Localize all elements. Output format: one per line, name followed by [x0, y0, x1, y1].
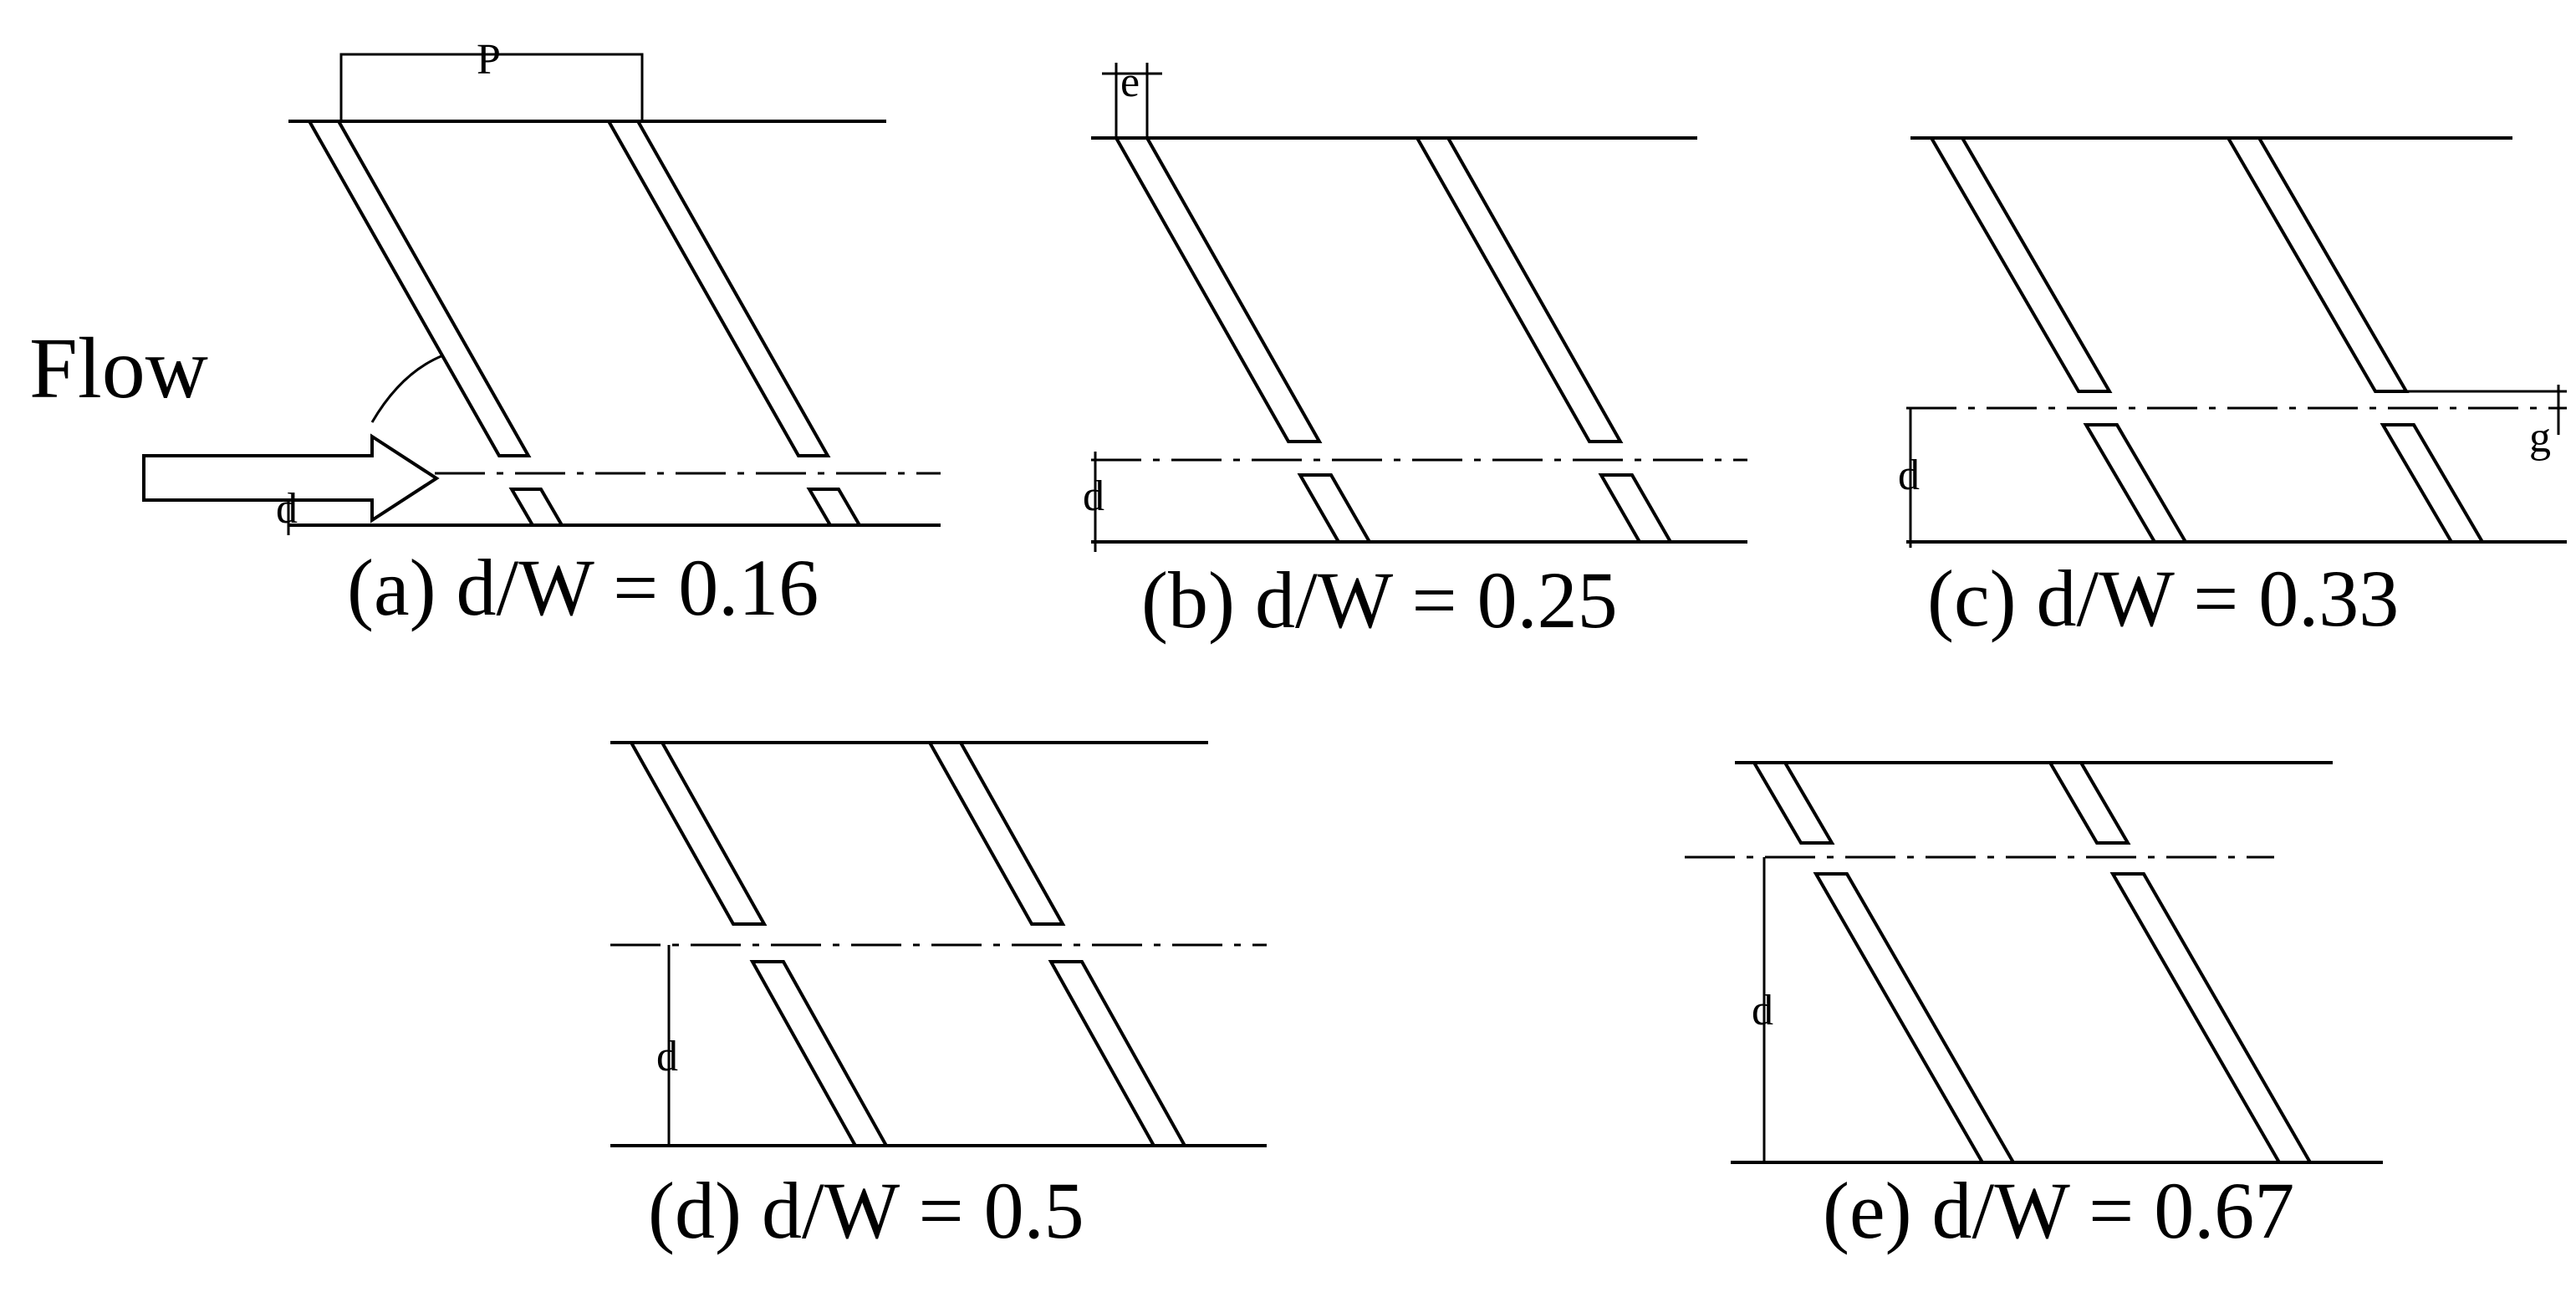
- panel-b-caption: (b) d/W = 0.25: [1141, 555, 1618, 645]
- panel-b-rib-long-2: [1414, 136, 1624, 443]
- panel-a-pitch-dimension: [339, 53, 644, 121]
- panel-a-caption: (a) d/W = 0.16: [347, 543, 819, 632]
- panel-c-rib-long-1: [1928, 136, 2113, 393]
- flow-label: Flow: [29, 320, 208, 416]
- panel-c-caption: (c) d/W = 0.33: [1927, 554, 2399, 643]
- panel-a-rib-long-2: [605, 120, 831, 457]
- flow-arrow-icon: [142, 433, 440, 523]
- panel-d: d (d) d/W = 0.5: [610, 741, 1267, 1255]
- panel-b: e d (b) d/W = 0.25: [1083, 59, 1747, 645]
- panel-d-caption: (d) d/W = 0.5: [648, 1166, 1084, 1255]
- panel-c-g-symbol: g: [2529, 414, 2551, 462]
- panel-e-rib-upper-2: [2047, 761, 2131, 845]
- panel-a-d-symbol: d: [276, 485, 298, 533]
- panel-e-rib-lower-1: [1813, 872, 2017, 1164]
- panel-e-rib-lower-2: [2109, 872, 2313, 1164]
- panel-d-rib-lower-2: [1048, 960, 1188, 1147]
- panel-d-d-symbol: d: [656, 1033, 678, 1080]
- panel-a-rib-long-1: [306, 120, 532, 457]
- panel-b-rib-short-1: [1297, 473, 1373, 544]
- panel-e-caption: (e) d/W = 0.67: [1823, 1166, 2294, 1255]
- panel-c-rib-short-1: [2083, 423, 2189, 544]
- panel-c-rib-short-2: [2380, 423, 2486, 544]
- panel-a-angle-arc: [370, 354, 444, 423]
- panel-b-d-symbol: d: [1083, 472, 1104, 520]
- panel-b-e-symbol: e: [1120, 59, 1140, 106]
- panel-a-pitch-symbol: P: [477, 36, 501, 84]
- panel-e: d (e) d/W = 0.67: [1685, 761, 2383, 1255]
- panel-b-rib-short-2: [1598, 473, 1674, 544]
- panel-a-rib-short-2: [806, 488, 863, 527]
- panel-a: P d Flow (a) d/W = 0.16: [29, 36, 941, 632]
- panel-b-rib-long-1: [1113, 136, 1323, 443]
- panel-c-rib-long-2: [2225, 136, 2410, 393]
- panel-c-d-symbol: d: [1898, 452, 1920, 499]
- panel-e-d-symbol: d: [1752, 987, 1773, 1034]
- panel-e-rib-upper-1: [1751, 761, 1835, 845]
- panel-d-rib-upper-2: [926, 741, 1066, 926]
- panel-d-rib-lower-1: [749, 960, 890, 1147]
- panel-a-rib-short-1: [508, 488, 565, 527]
- panel-c: g d (c) d/W = 0.33: [1898, 136, 2567, 643]
- panel-d-rib-upper-1: [628, 741, 768, 926]
